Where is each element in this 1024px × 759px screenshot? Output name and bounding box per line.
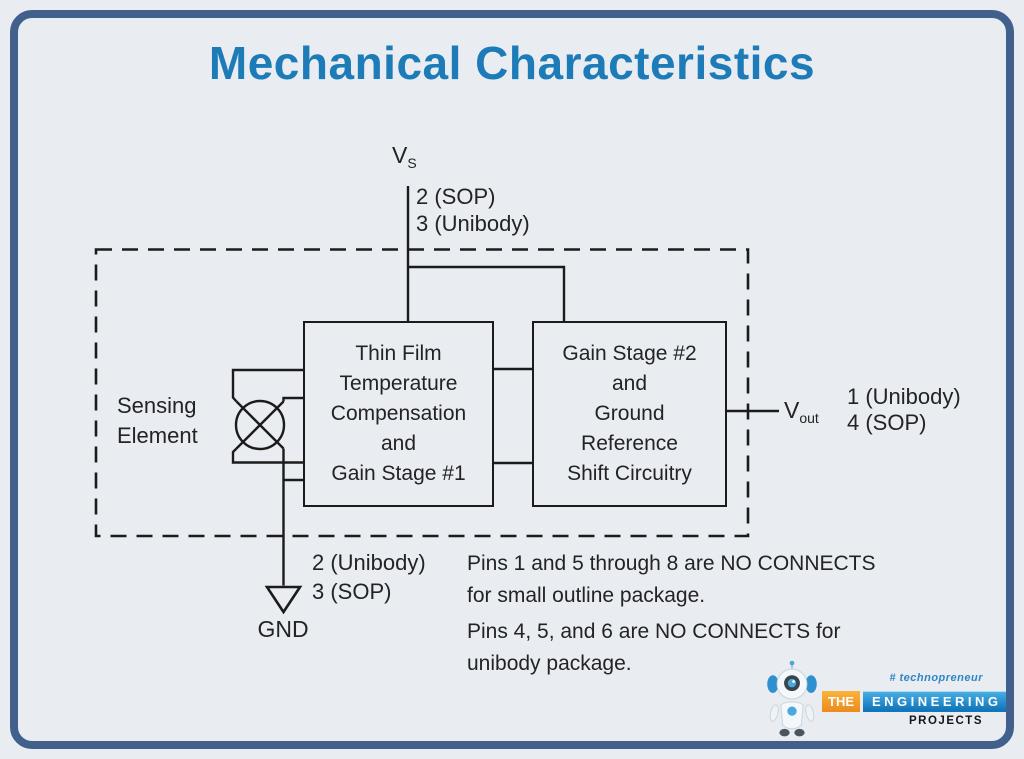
vout-pin-sop: 4 (SOP) bbox=[847, 410, 927, 435]
block1-line: and bbox=[380, 432, 417, 455]
block1-line: Compensation bbox=[330, 402, 467, 425]
bridge-circle-icon bbox=[234, 399, 286, 451]
vout-pin-unibody: 1 (Unibody) bbox=[847, 384, 961, 409]
logo-wordmark: THE ENGINEERING bbox=[822, 691, 1011, 712]
bridge-lead-top-left bbox=[231, 368, 304, 403]
logo-word-projects: PROJECTS bbox=[909, 715, 983, 727]
note-sop-no-connects: Pins 1 and 5 through 8 are NO CONNECTS f… bbox=[467, 552, 876, 607]
robot-mascot-icon bbox=[767, 660, 817, 737]
vs-pin-sop: 2 (SOP) bbox=[416, 184, 496, 209]
bridge-lead-bottom-left bbox=[231, 447, 304, 464]
gnd-label: GND bbox=[257, 616, 309, 642]
gnd-pin-sop: 3 (SOP) bbox=[312, 579, 392, 604]
vout-label: Vout bbox=[784, 397, 819, 426]
vs-pin-numbers: 2 (SOP) 3 (Unibody) bbox=[416, 183, 530, 237]
block2-line: Reference bbox=[581, 432, 678, 455]
logo-word-engineering: ENGINEERING bbox=[863, 691, 1011, 712]
block-thin-film-gain-stage-1: Thin Film Temperature Compensation and G… bbox=[303, 321, 494, 507]
sensing-element-label: Sensing Element bbox=[117, 393, 198, 448]
logo-tagline: # technopreneur bbox=[889, 672, 983, 684]
block2-line: Gain Stage #2 bbox=[562, 342, 697, 365]
bridge-lead-top-right bbox=[282, 396, 304, 402]
vout-pin-numbers: 1 (Unibody) 4 (SOP) bbox=[847, 384, 961, 436]
vs-pin-unibody: 3 (Unibody) bbox=[416, 211, 530, 236]
note-unibody-no-connects: Pins 4, 5, and 6 are NO CONNECTS for uni… bbox=[467, 620, 841, 675]
block2-line: Shift Circuitry bbox=[567, 462, 692, 485]
block2-line: and bbox=[611, 372, 648, 395]
vs-branch-wire bbox=[407, 265, 566, 321]
logo-word-the: THE bbox=[822, 691, 860, 712]
vs-label: VS bbox=[392, 142, 417, 171]
gnd-pin-numbers: 2 (Unibody) 3 (SOP) bbox=[312, 548, 426, 606]
block1-line: Thin Film bbox=[355, 342, 442, 365]
bridge-x-icon bbox=[235, 400, 285, 450]
block2-line: Ground bbox=[594, 402, 665, 425]
block-gain-stage-2-ground-shift: Gain Stage #2 and Ground Reference Shift… bbox=[532, 321, 727, 507]
gnd-symbol-icon bbox=[264, 585, 303, 615]
gnd-pin-unibody: 2 (Unibody) bbox=[312, 550, 426, 575]
block1-line: Gain Stage #1 bbox=[331, 462, 466, 485]
package-outline-dashed-box bbox=[94, 248, 750, 538]
page-title: Mechanical Characteristics bbox=[208, 37, 816, 89]
block1-line: Temperature bbox=[339, 372, 458, 395]
